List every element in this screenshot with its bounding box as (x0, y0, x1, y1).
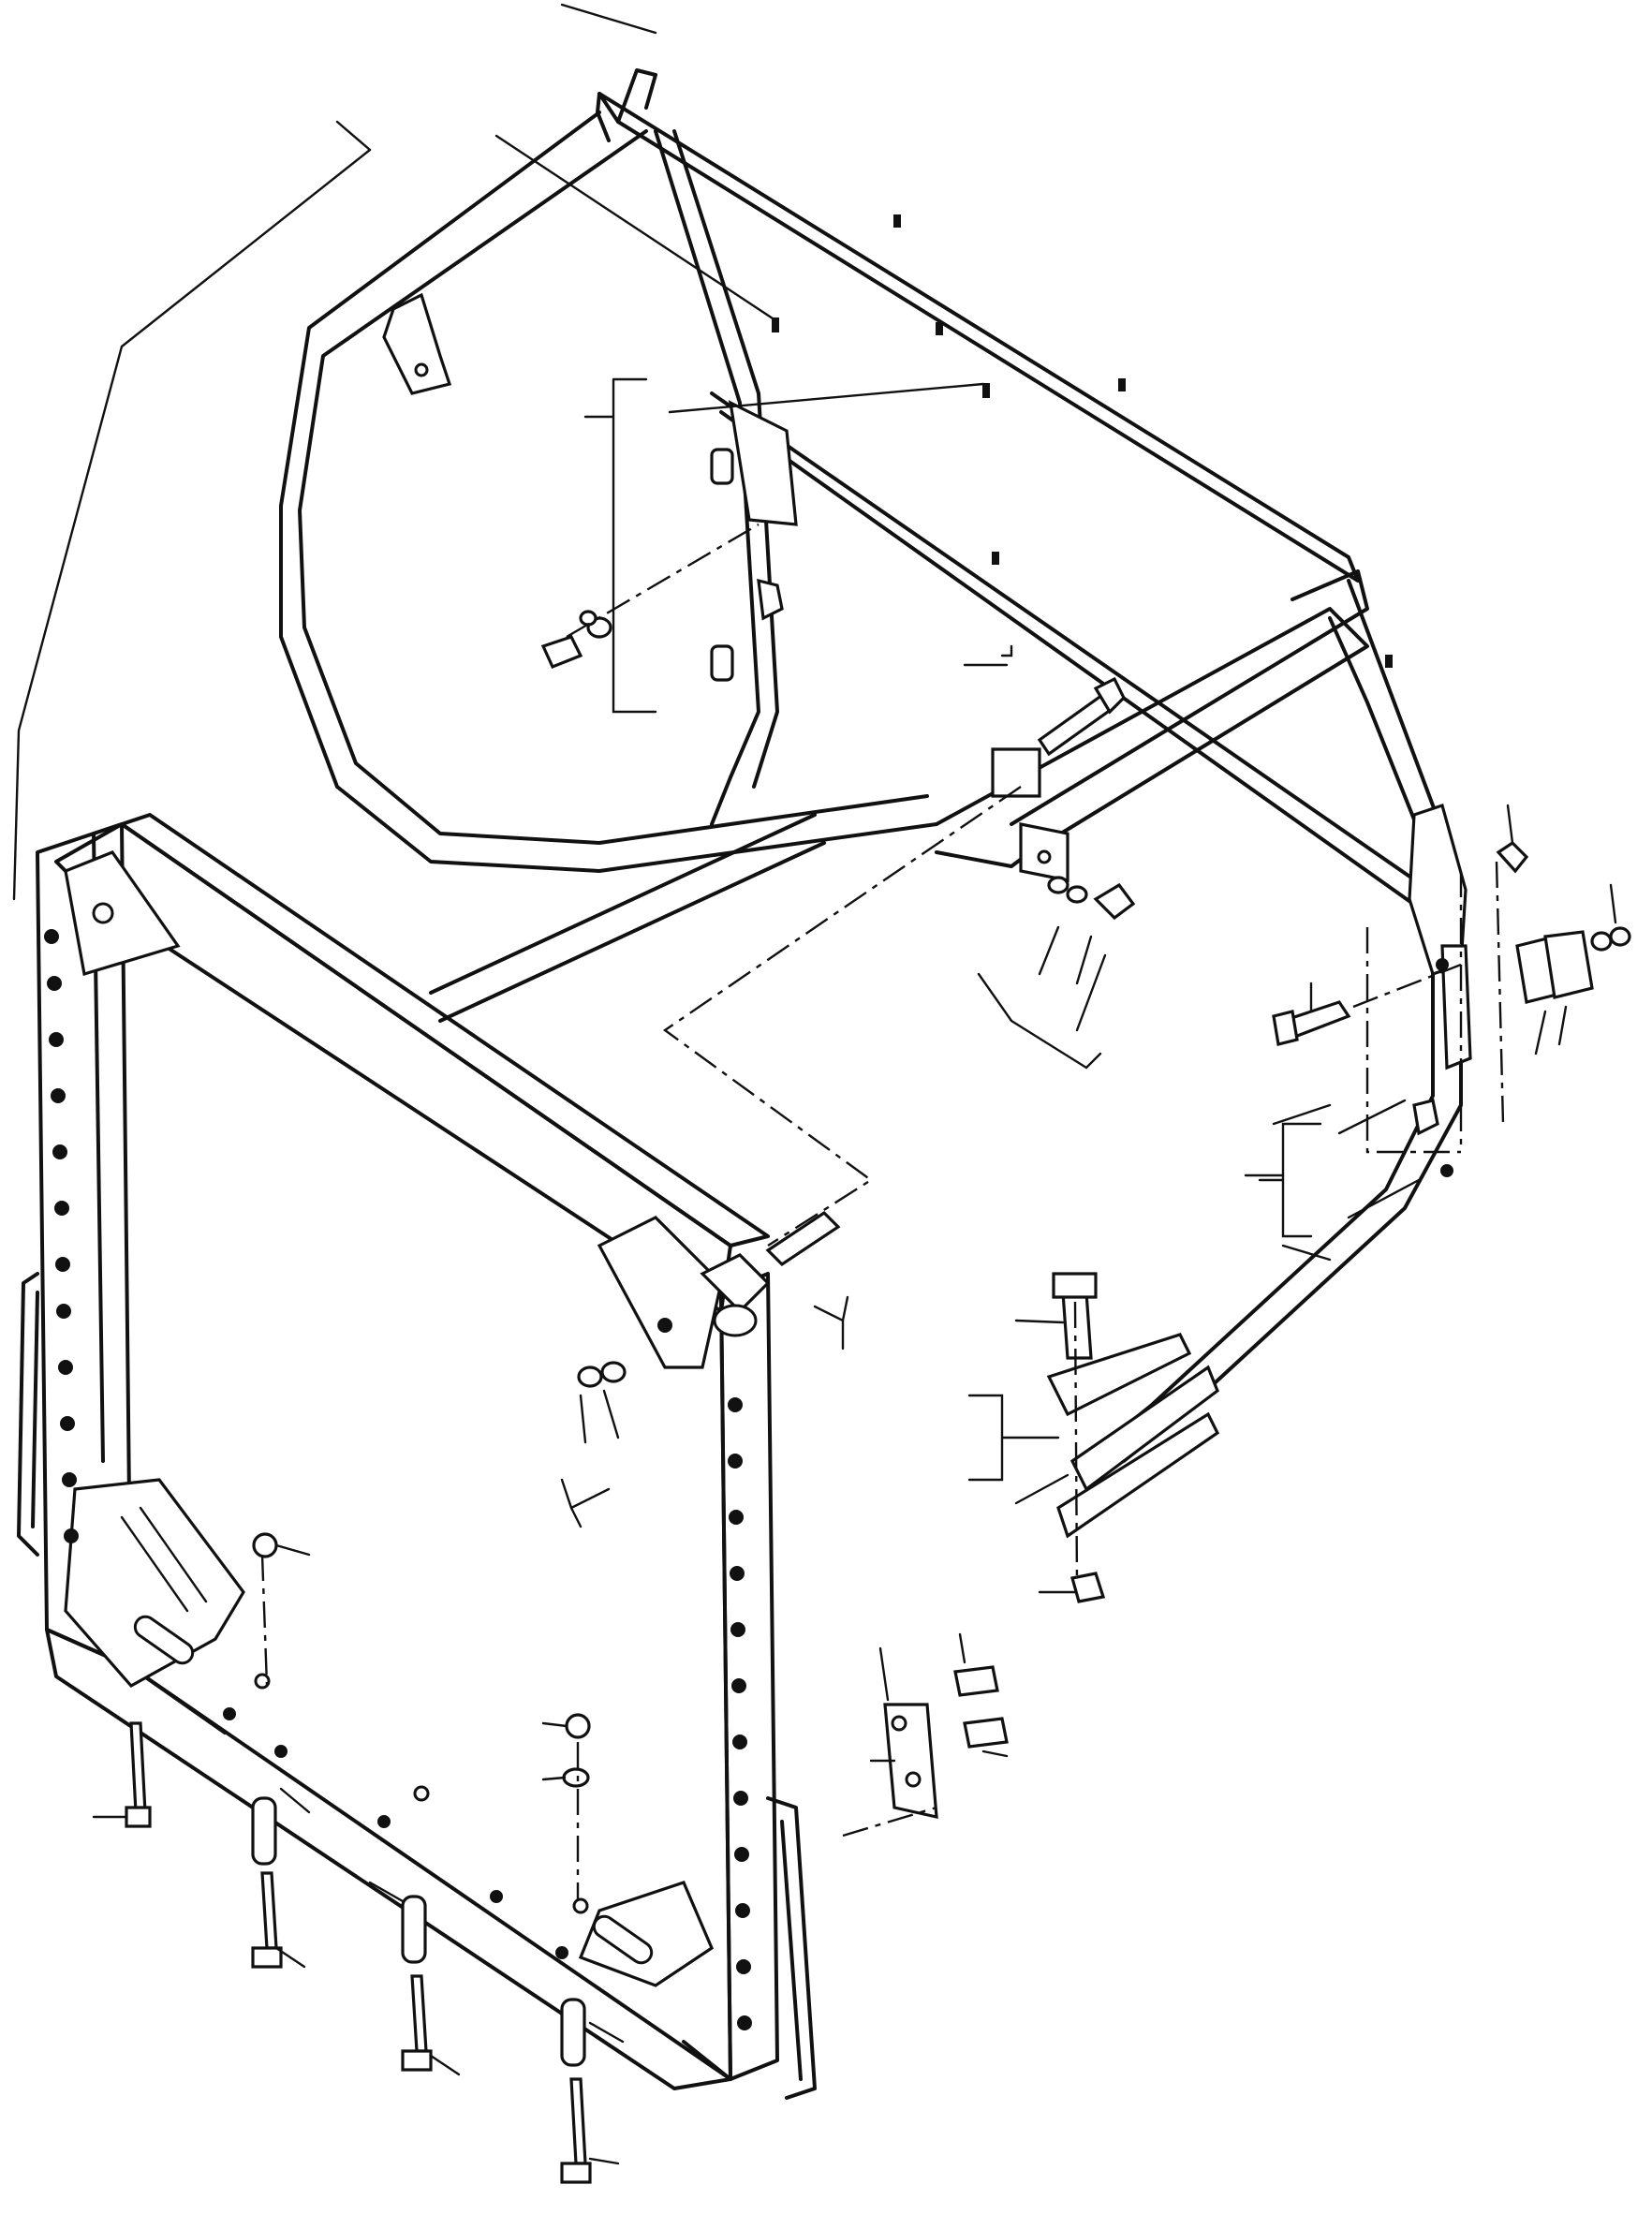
hardware-parts (125, 610, 1631, 2184)
front-cab-frame (17, 813, 817, 2100)
left-post-bolts (44, 929, 79, 1543)
assembly-centerlines (260, 523, 1505, 1901)
right-post-bolts (728, 1397, 752, 2030)
upper-cab-frame (279, 68, 1472, 1463)
callout-leaders (12, 3, 1617, 2165)
